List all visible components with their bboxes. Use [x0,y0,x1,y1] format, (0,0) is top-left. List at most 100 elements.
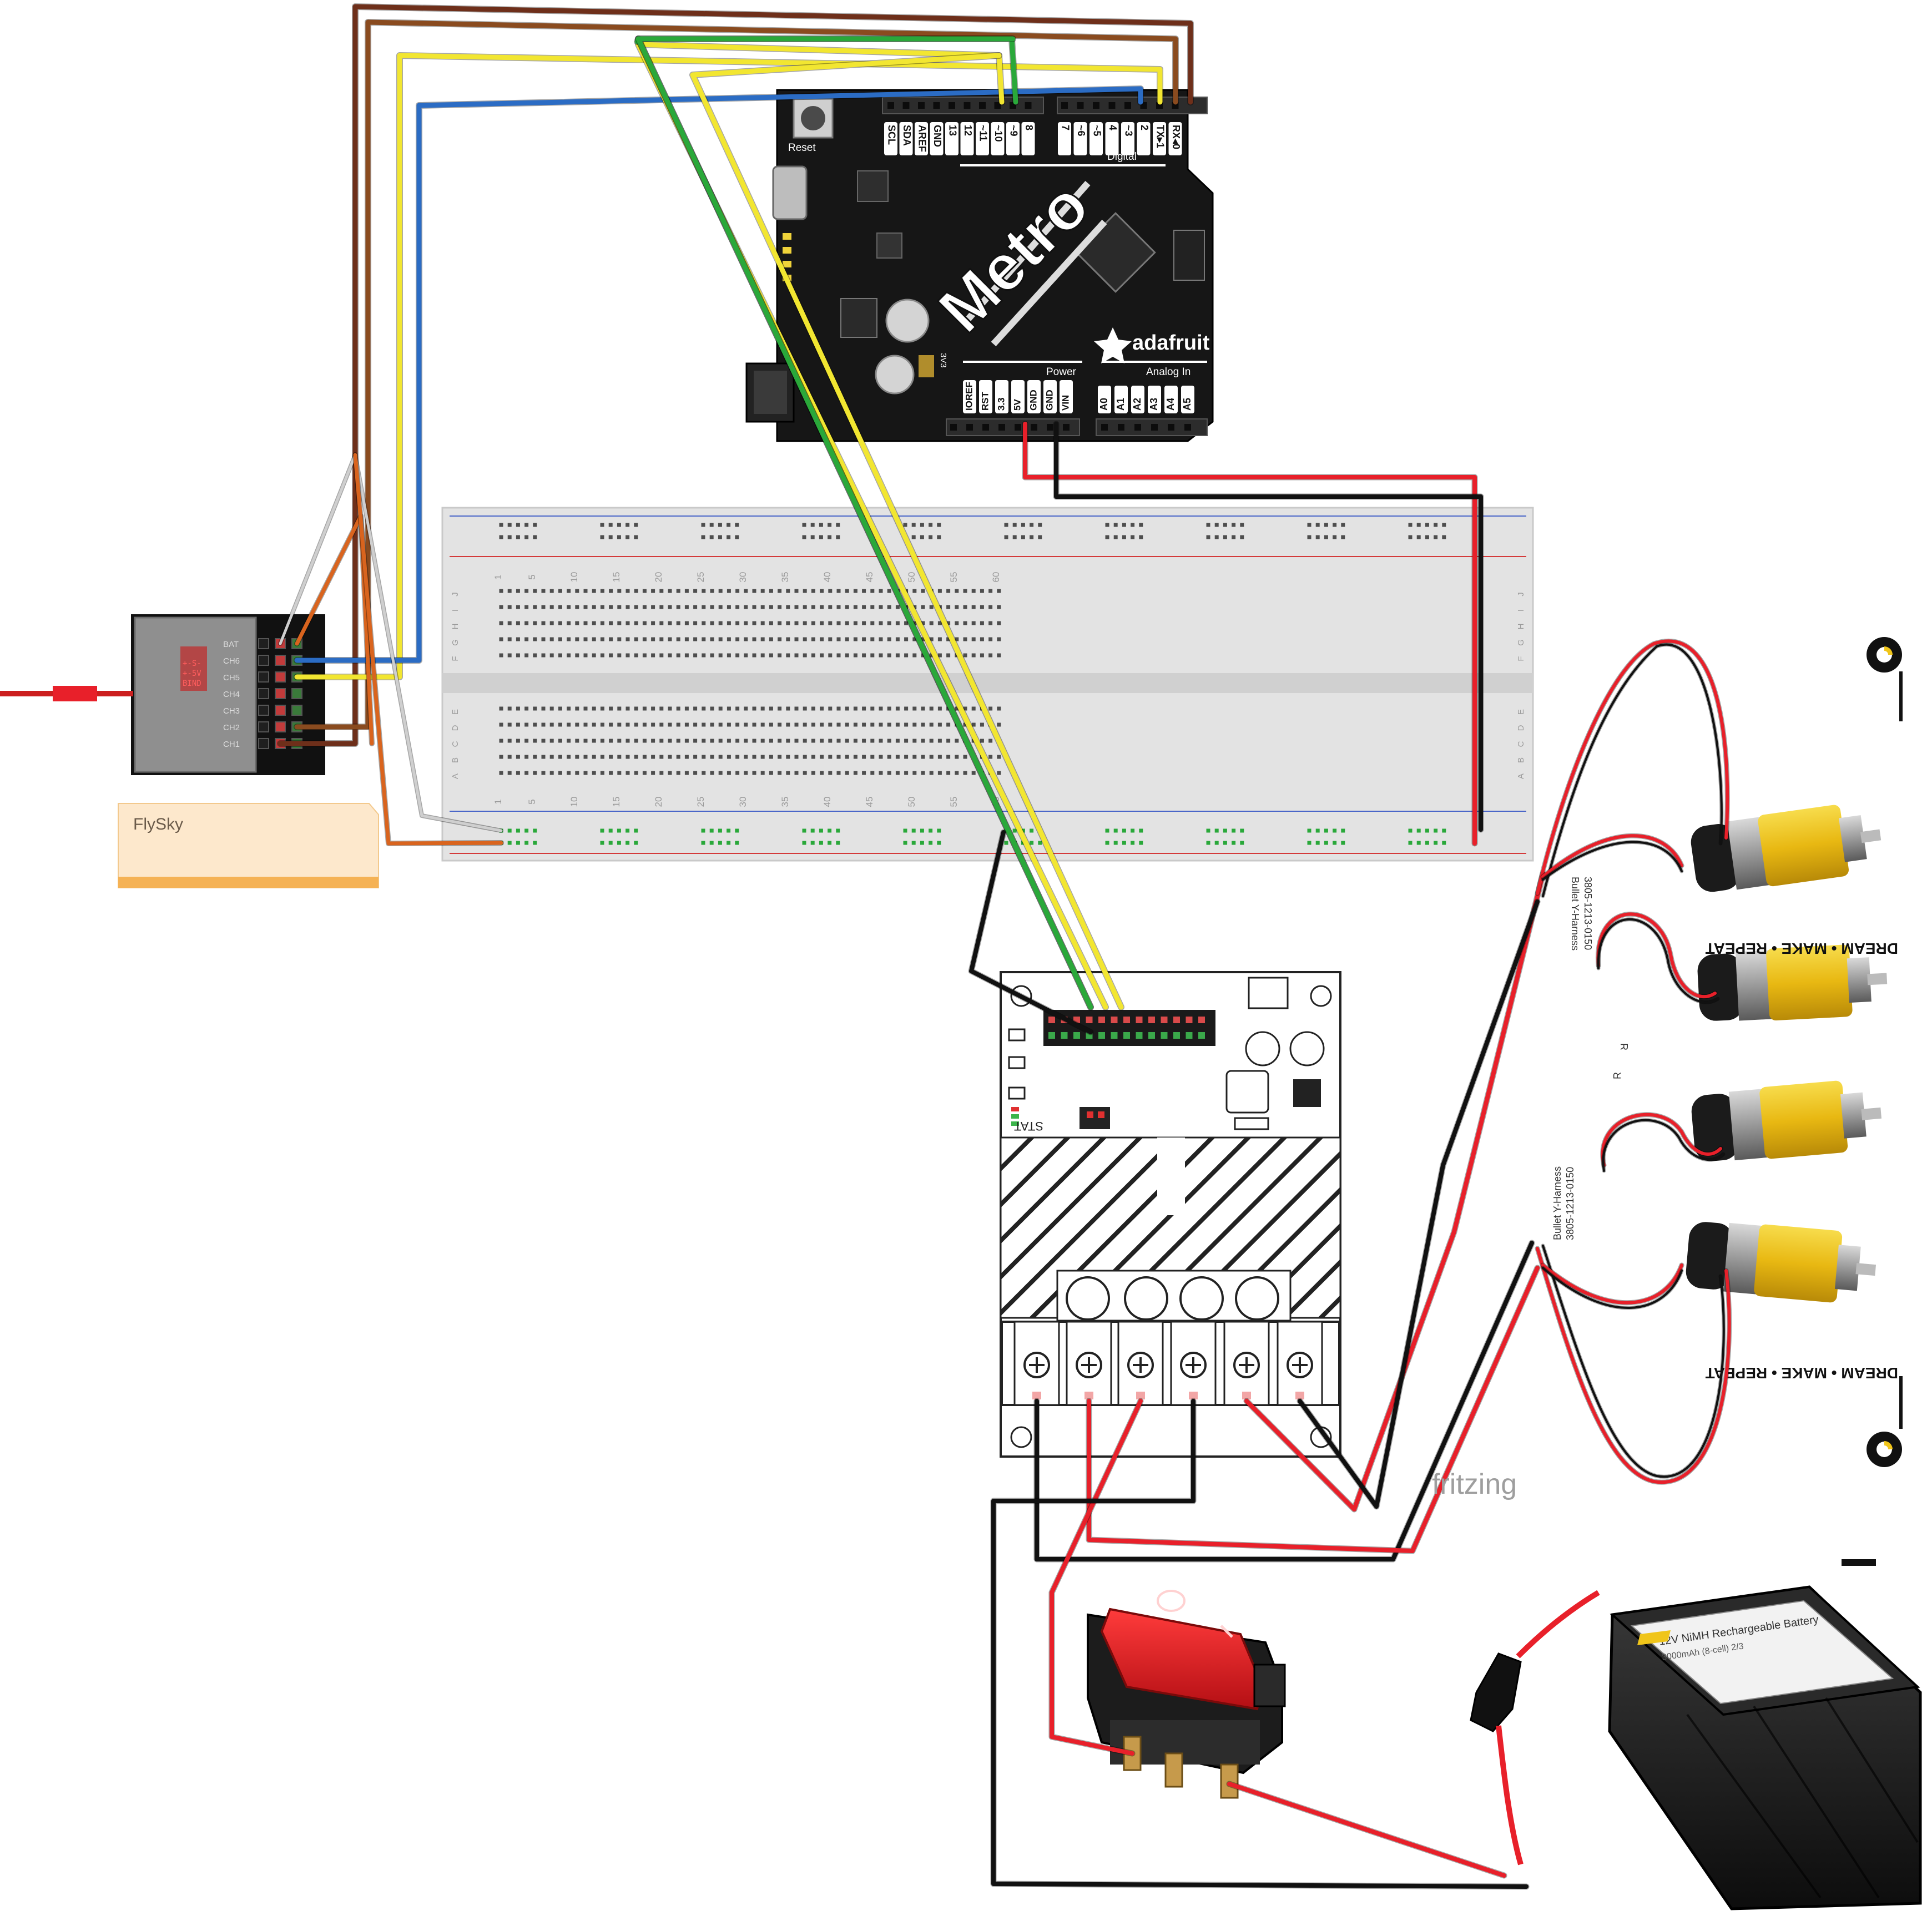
rocker-toggle[interactable] [1100,1607,1264,1711]
svg-text:+-5V: +-5V [183,669,201,678]
wire-signal-yellow2 [690,53,1124,1010]
column-number: 55 [949,797,959,807]
row-letter: F [1516,656,1526,661]
column-number: 20 [653,797,664,807]
digital-pin-label: ~11 [977,125,988,141]
row-letter: C [451,741,460,747]
svg-text:+-S-: +-S- [183,659,201,668]
receiver-pin-label: CH3 [223,706,240,716]
harness-top-branch [1541,834,1683,878]
row-letter: E [1516,709,1526,715]
row-letter: I [1516,609,1526,611]
nimh-battery-pack: 12V NiMH Rechargeable Battery 3000mAh (8… [1470,1585,1922,1910]
harness-top [1542,644,1723,897]
column-number: 45 [864,797,875,807]
receiver-pin-label: CH5 [223,673,240,683]
wire-power [353,453,503,846]
digital-pin-label: ~6 [1076,125,1087,137]
wire-motor-black-top [1298,899,1540,1509]
analog-pin-label: A4 [1165,398,1176,411]
wire-5v [1023,422,1477,846]
digital-pin-label: 4 [1107,125,1118,130]
digital-pin-label: ~9 [1008,125,1019,137]
wire-ground [279,453,503,832]
banner-top-text: DREAM • MAKE • REPEAT [1706,940,1898,957]
svg-text:Bullet Y-Harness: Bullet Y-Harness [1552,1166,1563,1240]
power-pin-label: GND [1044,390,1055,411]
column-number: 55 [949,572,959,583]
digital-pin-label: ~3 [1123,125,1134,137]
harness-bottom-branch [1541,1263,1683,1305]
column-number: 50 [906,797,917,807]
reset-label: Reset [788,142,816,154]
svg-text:R: R [1612,1072,1623,1079]
power-pin-label: VIN [1060,395,1071,411]
power-label: Power [1046,366,1077,378]
3v3-label: 3V3 [939,353,948,368]
rocker-switch[interactable] [1087,1580,1286,1799]
dc-motor [1686,1222,1876,1303]
wire-ch5 [294,53,1163,680]
row-letter: D [1516,725,1526,731]
receiver-pin-label: CH2 [223,723,240,732]
row-letter: G [451,639,460,646]
row-letter: J [451,592,460,596]
digital-pin-label: 13 [947,125,958,136]
digital-pin-label: SDA [901,125,912,146]
reset-button[interactable] [801,106,825,130]
dc-motor [1691,1080,1882,1161]
svg-text:R: R [1618,1043,1630,1050]
digital-pin-label: TX▸1 [1154,125,1166,148]
column-number: 15 [611,572,622,583]
wire-battery-pos [1227,1782,1506,1878]
dc-motor [1691,805,1881,892]
receiver-pin-label: CH6 [223,656,240,666]
digital-pin-label: 2 [1139,125,1150,130]
wire-signal-yellow [635,42,1108,1010]
wire-motor-red-bot [1087,1266,1540,1553]
digital-pin-label: 8 [1023,125,1035,130]
analog-label: Analog In [1146,366,1191,378]
row-letter: A [1516,774,1526,779]
row-letter: F [451,656,460,661]
column-number: 30 [738,572,748,583]
row-letter: H [1516,624,1526,630]
column-number: 5 [527,799,537,804]
wire-signal-green2 [635,36,1093,1010]
digital-pin-label: RX◂0 [1171,125,1182,149]
power-pin-label: 5V [1012,399,1022,411]
breadboard-column-numbers: 1155101015152020252530303535404045455050… [493,572,1001,807]
row-letter: B [1516,757,1526,763]
digital-pin-label: 7 [1060,125,1071,130]
column-number: 25 [695,572,706,583]
analog-pin-label: A3 [1148,398,1159,411]
harness-top [1536,639,1729,895]
row-letter: C [1516,741,1526,747]
wire-gnd [1054,422,1483,832]
stat-label: STAT [1014,1119,1043,1133]
column-number: 30 [738,797,748,807]
wire-motor-black-bot [1035,1241,1534,1561]
capacitor [885,299,930,343]
harness-top-loop [1596,912,1717,999]
on-symbol [1220,1625,1233,1638]
column-number: 35 [780,797,790,807]
row-letter: A [451,774,460,779]
svg-text:3805-1213-0150: 3805-1213-0150 [1582,877,1593,950]
column-number: 1 [493,799,503,804]
column-number: 35 [780,572,790,583]
column-number: 20 [653,572,664,583]
power-pin-label: GND [1028,390,1038,411]
row-letter: I [451,609,460,611]
column-number: 10 [569,797,579,807]
svg-text:Bullet Y-Harness: Bullet Y-Harness [1570,877,1581,951]
analog-pin-label: A5 [1182,398,1193,411]
column-number: 60 [991,572,1001,583]
digital-pin-label: GND [932,125,943,147]
row-letter: B [451,757,460,763]
digital-pin-label: AREF [916,125,927,152]
harness-bottom [1536,1247,1731,1484]
